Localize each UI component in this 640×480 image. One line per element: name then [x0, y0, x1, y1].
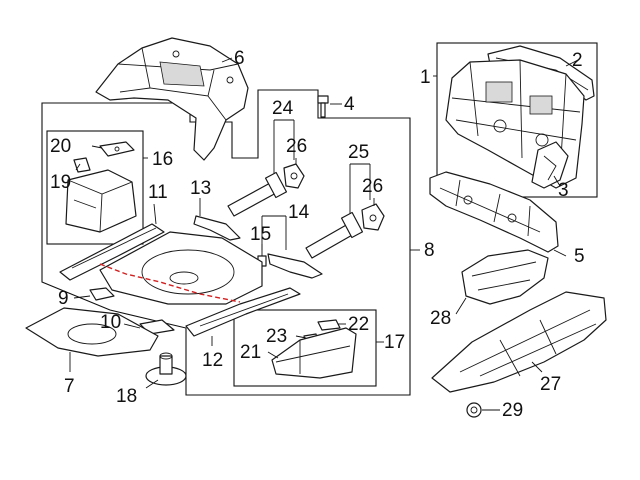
- callout-12: 12: [202, 350, 223, 371]
- part-5-rear-body-panel: [429, 171, 559, 253]
- callout-8: 8: [424, 240, 435, 261]
- callout-17: 17: [384, 332, 405, 353]
- part-20-plate: [99, 141, 135, 157]
- group-17-frame: [233, 309, 377, 387]
- callout-26-upper: 26: [286, 136, 307, 157]
- callout-21: 21: [240, 342, 261, 363]
- part-26-pad-upper: [283, 163, 305, 189]
- callout-15: 15: [250, 224, 271, 245]
- callout-28: 28: [430, 308, 451, 329]
- callout-16: 16: [152, 149, 173, 170]
- part-4-bolt: [317, 95, 329, 118]
- callout-20: 20: [50, 136, 71, 157]
- part-18-spare-mount: [145, 352, 187, 386]
- part-13-bracket: [193, 215, 241, 241]
- part-6-rear-frame: [95, 37, 249, 161]
- part-9-bracket: [89, 287, 115, 301]
- callout-5: 5: [574, 246, 585, 267]
- callout-24: 24: [272, 98, 294, 119]
- part-7-floor-panel: [25, 307, 159, 357]
- callout-23: 23: [266, 326, 287, 347]
- part-28-heat-shield: [461, 249, 549, 305]
- callout-29: 29: [502, 400, 523, 421]
- part-8-floor-pan: [99, 231, 263, 305]
- callout-14: 14: [288, 202, 310, 223]
- callout-4: 4: [344, 94, 355, 115]
- callout-3: 3: [558, 180, 569, 201]
- callout-9: 9: [58, 288, 69, 309]
- callout-25: 25: [348, 142, 369, 163]
- callout-2: 2: [572, 50, 583, 71]
- callout-7: 7: [64, 376, 75, 397]
- part-16-storage-box: [65, 169, 137, 233]
- part-24-spindle: [227, 171, 288, 217]
- callout-6: 6: [234, 48, 245, 69]
- part-3-bracket: [531, 141, 569, 189]
- part-19-clip: [73, 157, 91, 173]
- group-16-frame: [46, 130, 144, 245]
- part-14-bracket: [267, 253, 323, 279]
- part-29-nut: [466, 402, 482, 418]
- callout-22: 22: [348, 314, 369, 335]
- part-26-pad-lower: [361, 203, 385, 231]
- leader-lines: [69, 57, 579, 411]
- part-11-side-rail: [59, 223, 165, 281]
- callout-13: 13: [190, 178, 211, 199]
- callout-labels: 1 2 3 4 5 6 7 8 9 10 11 12 13 14 15 16 1…: [50, 48, 585, 421]
- callout-11: 11: [148, 182, 168, 203]
- callout-27: 27: [540, 374, 561, 395]
- callout-19: 19: [50, 172, 71, 193]
- part-27-underbody-shield: [431, 291, 607, 393]
- part-22-clip: [317, 319, 341, 331]
- callout-26-lower: 26: [362, 176, 383, 197]
- part-21-tray: [271, 327, 357, 379]
- callout-10: 10: [100, 312, 121, 333]
- part-25-spindle: [305, 211, 364, 259]
- callout-1: 1: [420, 67, 431, 88]
- callout-18: 18: [116, 386, 137, 407]
- part-12-cross-member: [185, 287, 301, 337]
